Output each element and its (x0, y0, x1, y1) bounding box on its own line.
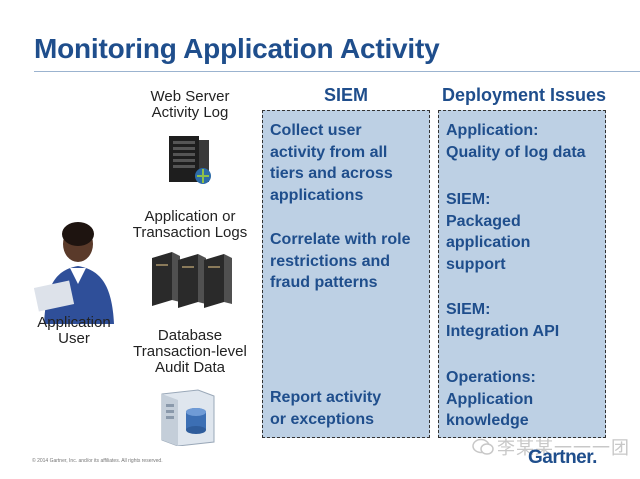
web-server-label-line1: Web Server (150, 88, 230, 105)
deployment-item-api-line1: SIEM: (446, 301, 491, 318)
wechat-icon (472, 438, 494, 455)
siem-item-correlate-line2: restrictions and (270, 252, 391, 270)
database-label-line2: Transaction-level (133, 343, 247, 360)
app-logs-label-line2: Transaction Logs (132, 224, 248, 241)
database-icon (161, 389, 215, 446)
siem-item-report-line1: Report activity (270, 389, 382, 406)
deployment-item-packaged-line4: support (446, 255, 506, 273)
siem-item-collect-line4: applications (270, 186, 364, 204)
slide-title: Monitoring Application Activity (34, 33, 440, 64)
user-photo (34, 214, 116, 324)
copyright-footer: © 2014 Gartner, Inc. and/or its affiliat… (32, 458, 163, 464)
web-server-label-line2: Activity Log (151, 104, 229, 121)
user-label: Application User (26, 315, 122, 347)
server-icon (169, 136, 211, 184)
deployment-item-api-line2: Integration API (446, 322, 560, 340)
app-logs-label: Application or Transaction Logs (120, 209, 260, 241)
deployment-item-api: SIEM: Integration API (446, 299, 606, 342)
deployment-item-ops-line3: knowledge (446, 412, 529, 429)
siem-item-correlate-line1: Correlate with role (270, 231, 411, 248)
database-label-line3: Audit Data (154, 359, 226, 376)
watermark-text: 李某某一一一团 (497, 438, 630, 458)
siem-item-collect-line1: Collect user (270, 122, 362, 139)
user-label-line2: User (58, 330, 90, 347)
web-server-label: Web Server Activity Log (135, 89, 245, 121)
deployment-item-app-line1: Application: (446, 122, 539, 139)
deployment-item-app: Application: Quality of log data (446, 120, 606, 163)
siem-box (262, 110, 430, 438)
siem-item-correlate: Correlate with role restrictions and fra… (270, 229, 438, 294)
deployment-heading: Deployment Issues (441, 85, 607, 105)
deployment-item-packaged: SIEM: Packaged application support (446, 189, 606, 275)
server-rack-icon (152, 252, 232, 308)
deployment-item-app-line2: Quality of log data (446, 143, 586, 161)
deployment-item-packaged-line3: application (446, 234, 531, 251)
siem-item-correlate-line3: fraud patterns (270, 274, 378, 291)
deployment-item-packaged-line2: Packaged (446, 212, 521, 230)
deployment-item-packaged-line1: SIEM: (446, 191, 491, 208)
deployment-item-ops-line1: Operations: (446, 369, 536, 386)
siem-item-collect-line3: tiers and across (270, 165, 393, 182)
siem-heading: SIEM (323, 85, 368, 105)
database-label: Database Transaction-level Audit Data (120, 328, 260, 376)
deployment-box (438, 110, 606, 438)
deployment-item-ops-line2: Application (446, 390, 534, 408)
siem-item-collect: Collect user activity from all tiers and… (270, 120, 430, 206)
deployment-item-ops: Operations: Application knowledge (446, 367, 606, 432)
siem-item-report: Report activity or exceptions (270, 387, 430, 430)
siem-item-collect-line2: activity from all (270, 143, 388, 161)
gartner-logo: Gartner. (528, 447, 597, 468)
user-label-line1: Application (37, 314, 111, 331)
siem-item-report-line2: or exceptions (270, 410, 375, 428)
app-logs-label-line1: Application or (144, 208, 236, 225)
title-rule (34, 71, 640, 72)
database-label-line1: Database (157, 327, 223, 344)
